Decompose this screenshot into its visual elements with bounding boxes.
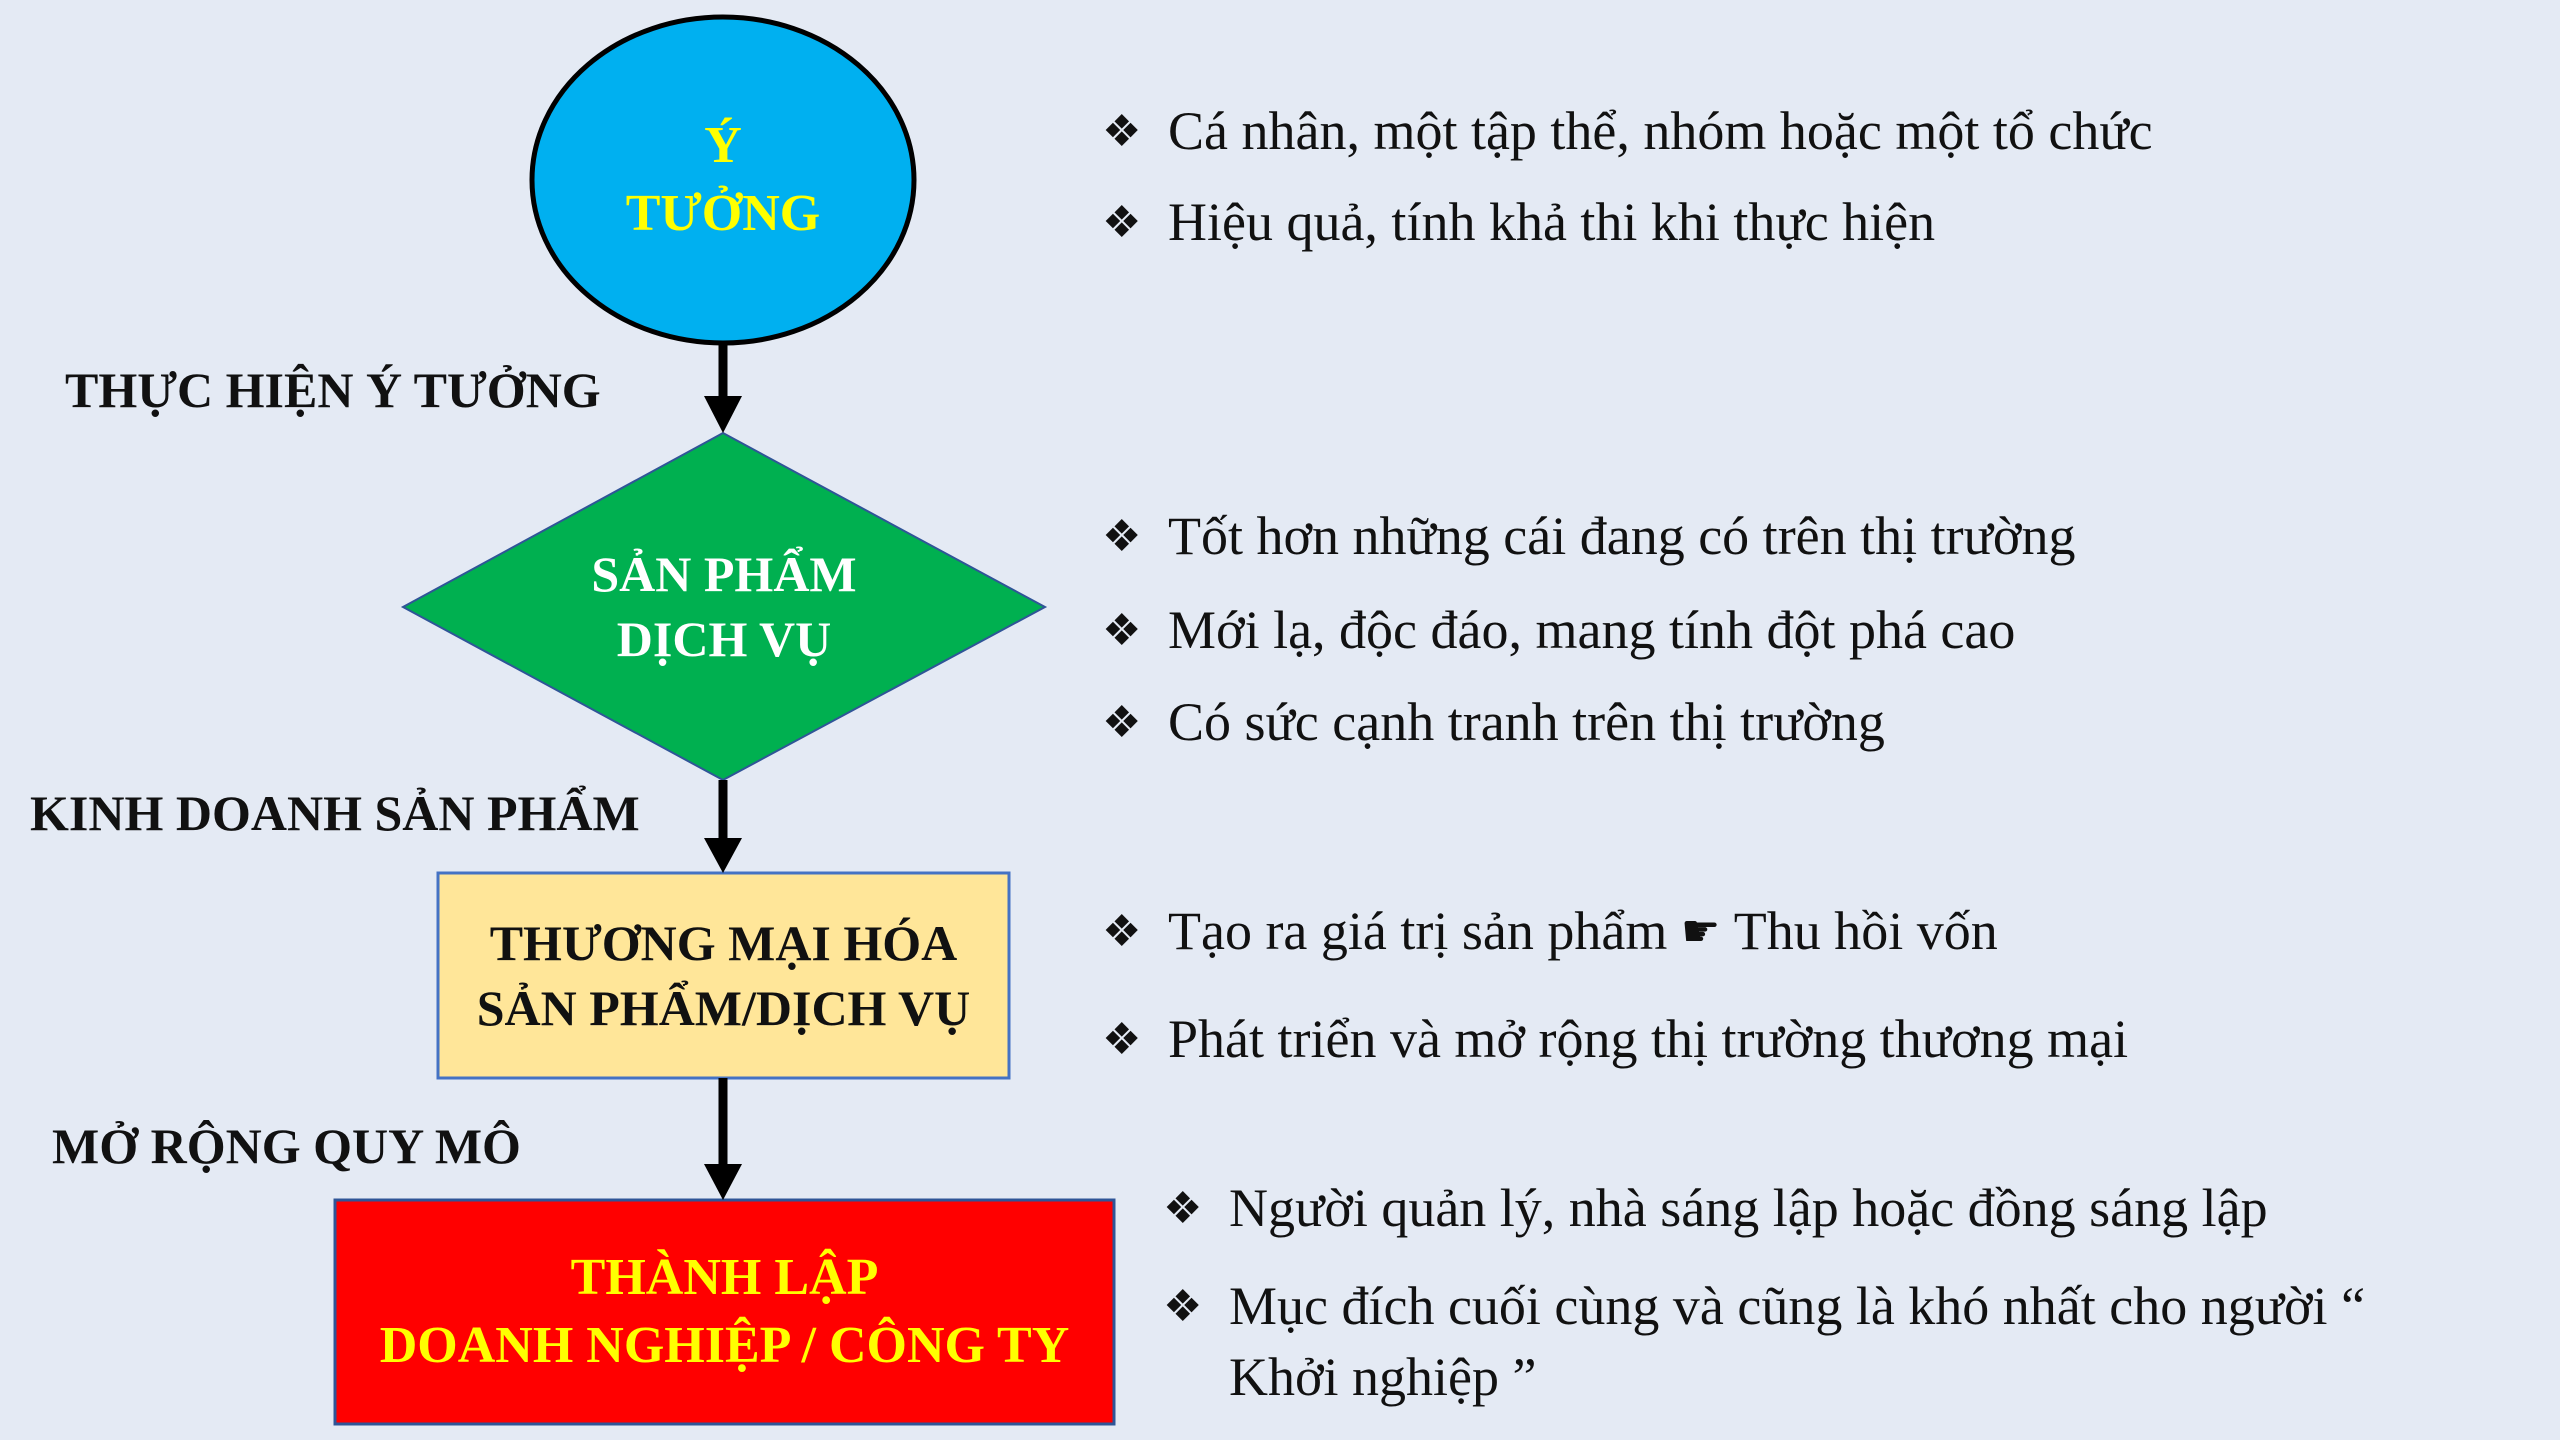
commercialize-box bbox=[436, 871, 1011, 1080]
note-text: Thu hồi vốn bbox=[1733, 901, 1998, 961]
arrow-3 bbox=[704, 1078, 742, 1200]
commercialize-line2: SẢN PHẨM/DỊCH VỤ bbox=[476, 979, 971, 1036]
note-text: Hiệu quả, tính khả thi khi thực hiện bbox=[1168, 192, 1936, 252]
note-text: Cá nhân, một tập thể, nhóm hoặc một tổ c… bbox=[1168, 101, 2153, 161]
idea-note-2: ❖ Hiệu quả, tính khả thi khi thực hiện bbox=[1102, 191, 1935, 253]
company-line1: THÀNH LẬP bbox=[570, 1249, 879, 1307]
edge-label-1: THỰC HIỆN Ý TƯỞNG bbox=[65, 362, 601, 418]
product-node-text: SẢN PHẨM DỊCH VỤ bbox=[403, 433, 1045, 780]
note-text: Người quản lý, nhà sáng lập hoặc đồng sá… bbox=[1229, 1178, 2268, 1238]
bullet-icon: ❖ bbox=[1102, 906, 1142, 956]
idea-line2: TƯỞNG bbox=[625, 185, 821, 242]
product-note-1: ❖ Tốt hơn những cái đang có trên thị trườ… bbox=[1102, 505, 2075, 567]
product-line1: SẢN PHẨM bbox=[591, 545, 857, 602]
bullet-icon: ❖ bbox=[1102, 1014, 1142, 1064]
bullet-icon: ❖ bbox=[1102, 697, 1142, 747]
product-note-3: ❖ Có sức cạnh tranh trên thị trường bbox=[1102, 691, 1885, 753]
note-text: Tạo ra giá trị sản phẩm bbox=[1168, 901, 1668, 961]
company-note-1: ❖ Người quản lý, nhà sáng lập hoặc đồng s… bbox=[1163, 1177, 2268, 1239]
note-text: Mục đích cuối cùng và cũng là khó nhất c… bbox=[1229, 1276, 2366, 1336]
bullet-icon: ❖ bbox=[1102, 106, 1142, 156]
commercialize-line1: THƯƠNG MẠI HÓA bbox=[489, 914, 958, 971]
company-note-2: ❖ Mục đích cuối cùng và cũng là khó nhất … bbox=[1163, 1275, 2365, 1337]
company-node-text: THÀNH LẬP DOANH NGHIỆP / CÔNG TY bbox=[335, 1200, 1114, 1424]
arrow-2 bbox=[704, 780, 742, 873]
bullet-icon: ❖ bbox=[1163, 1183, 1203, 1233]
idea-line1: Ý bbox=[704, 117, 742, 175]
company-note-2-continued: Khởi nghiệp ” bbox=[1229, 1347, 1537, 1407]
bullet-icon: ❖ bbox=[1102, 197, 1142, 247]
edge-label-2: KINH DOANH SẢN PHẨM bbox=[30, 785, 640, 841]
note-text: Tốt hơn những cái đang có trên thị trườn… bbox=[1168, 506, 2076, 566]
bullet-icon: ❖ bbox=[1102, 605, 1142, 655]
note-text: Phát triển và mở rộng thị trường thương … bbox=[1168, 1009, 2129, 1069]
idea-node-text: Ý TƯỞNG bbox=[532, 17, 914, 343]
bullet-icon: ❖ bbox=[1102, 511, 1142, 561]
note-text: Có sức cạnh tranh trên thị trường bbox=[1168, 692, 1885, 752]
edge-label-3: MỞ RỘNG QUY MÔ bbox=[52, 1118, 521, 1174]
commercialize-node-text: THƯƠNG MẠI HÓA SẢN PHẨM/DỊCH VỤ bbox=[438, 873, 1009, 1078]
pointing-hand-icon: ☛ bbox=[1680, 905, 1721, 957]
bullet-icon: ❖ bbox=[1163, 1281, 1203, 1331]
idea-note-1: ❖ Cá nhân, một tập thể, nhóm hoặc một tổ … bbox=[1102, 100, 2153, 162]
commercialize-note-2: ❖ Phát triển và mở rộng thị trường thương… bbox=[1102, 1008, 2128, 1070]
note-text: Mới lạ, độc đáo, mang tính đột phá cao bbox=[1168, 600, 2016, 660]
company-line2: DOANH NGHIỆP / CÔNG TY bbox=[379, 1317, 1070, 1374]
product-line2: DỊCH VỤ bbox=[616, 610, 832, 667]
company-box bbox=[333, 1198, 1116, 1426]
arrow-1 bbox=[704, 343, 742, 433]
commercialize-note-1: ❖ Tạo ra giá trị sản phẩm ☛ Thu hồi vốn bbox=[1102, 900, 1998, 962]
product-note-2: ❖ Mới lạ, độc đáo, mang tính đột phá cao bbox=[1102, 599, 2015, 661]
